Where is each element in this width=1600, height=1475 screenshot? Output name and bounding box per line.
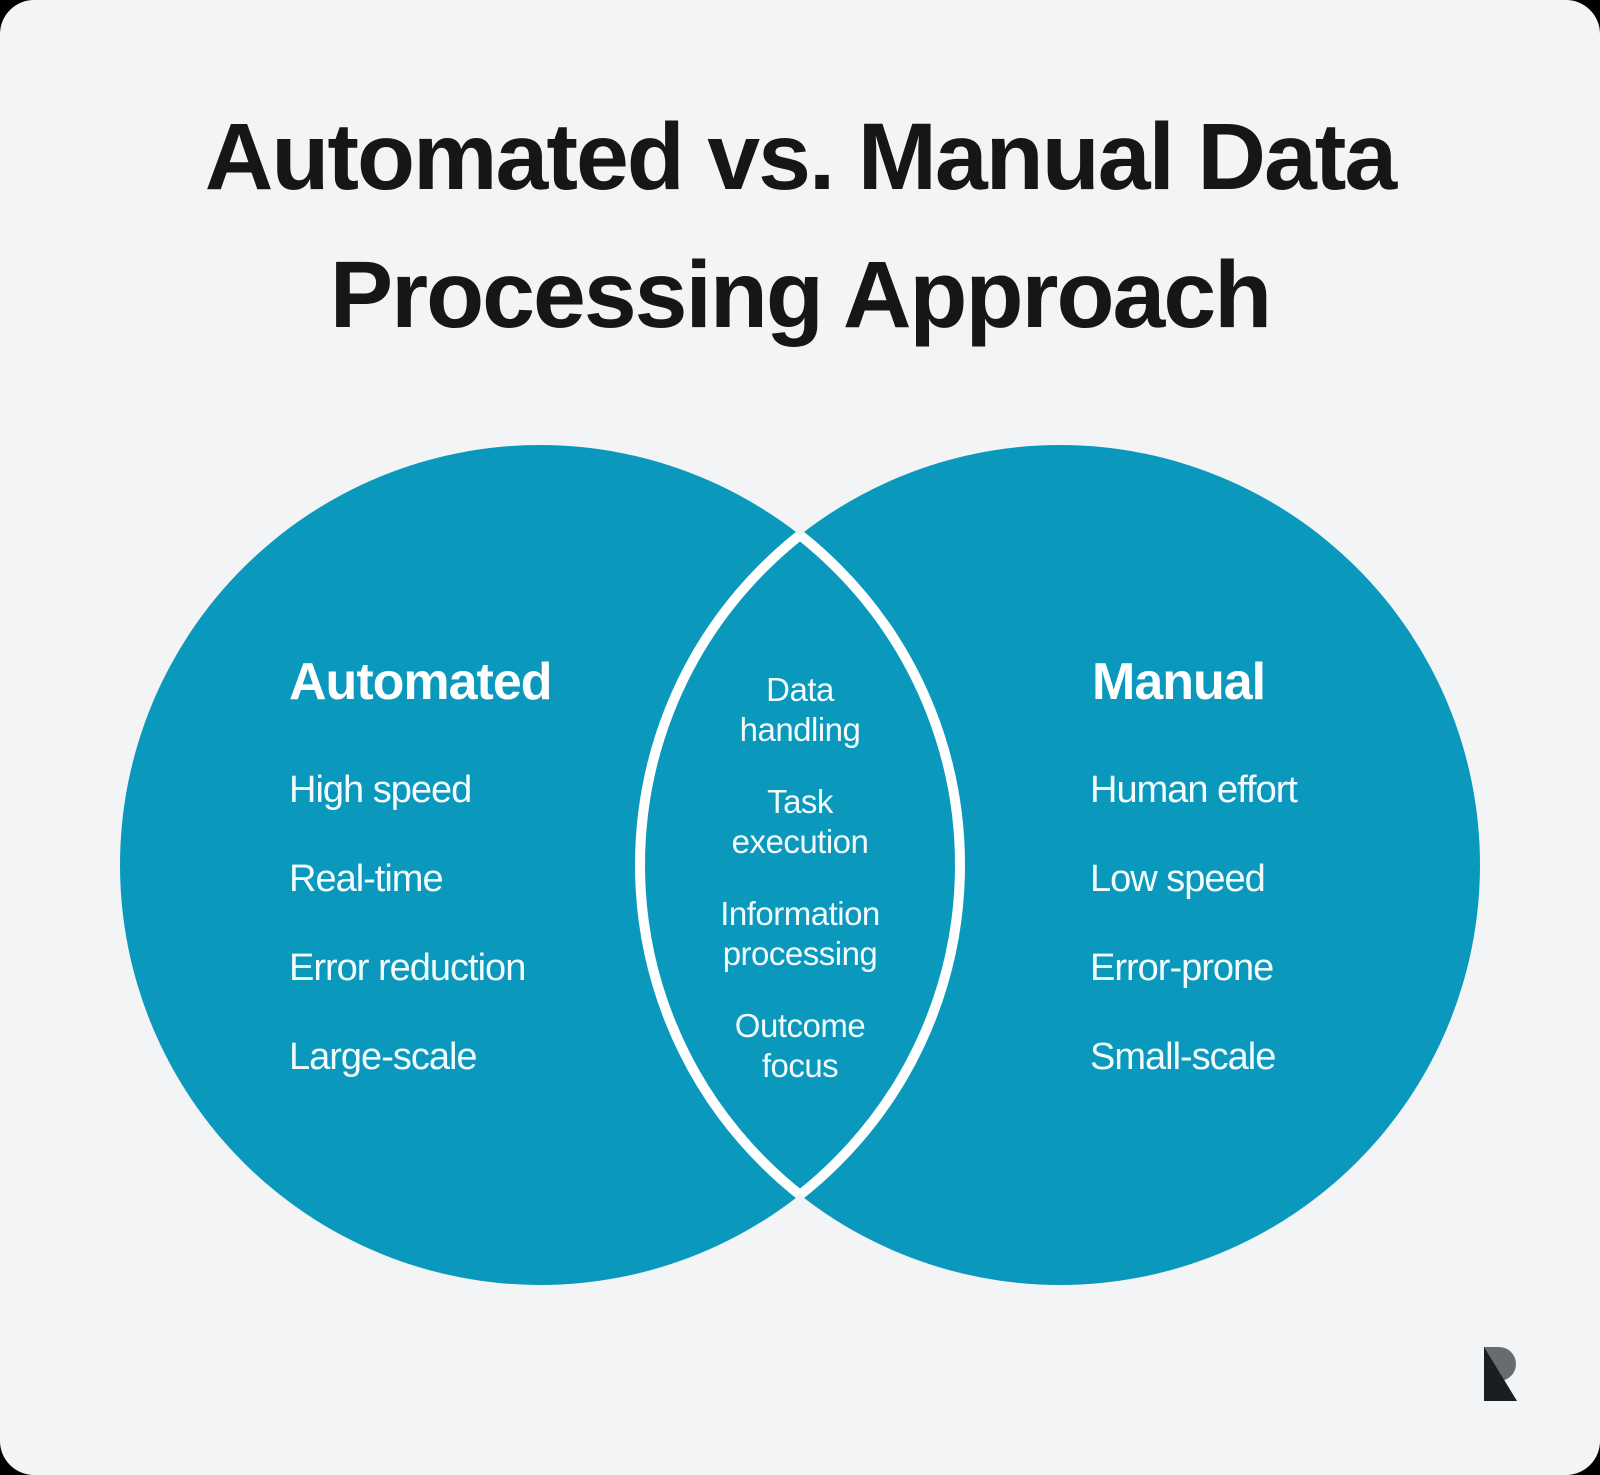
r-logo-stem: [1484, 1347, 1517, 1401]
list-item: Error reduction: [289, 947, 526, 989]
page-title: Automated vs. Manual Data Processing App…: [0, 88, 1600, 364]
overlap-item-list: Data handling Task execution Information…: [702, 670, 898, 1118]
venn-overlap-outline-left-arc: [640, 445, 965, 1285]
manual-heading: Manual: [1092, 653, 1266, 711]
list-item: Low speed: [1090, 858, 1266, 900]
r-logo-icon: [1484, 1347, 1517, 1401]
automated-heading: Automated: [289, 653, 553, 711]
list-item: Error-prone: [1090, 947, 1274, 989]
list-item: Real-time: [289, 858, 444, 900]
title-line-1: Automated vs. Manual Data: [204, 104, 1398, 210]
list-item: Task execution: [731, 783, 869, 860]
list-item: Small-scale: [1090, 1036, 1276, 1078]
list-item: Human effort: [1090, 769, 1298, 811]
venn-overlap-outline-right-arc: [635, 445, 960, 1285]
title-line-2: Processing Approach: [329, 242, 1272, 348]
list-item: Outcome focus: [734, 1007, 866, 1084]
list-item: Information processing: [720, 895, 880, 972]
list-item: High speed: [289, 769, 472, 811]
list-item: Large-scale: [289, 1036, 478, 1078]
list-item: Data handling: [739, 671, 861, 748]
automated-item-list: High speed Real-time Error reduction Lar…: [289, 769, 526, 1127]
manual-item-list: Human effort Low speed Error-prone Small…: [1090, 769, 1298, 1127]
venn-circle-right: [640, 445, 1480, 1285]
